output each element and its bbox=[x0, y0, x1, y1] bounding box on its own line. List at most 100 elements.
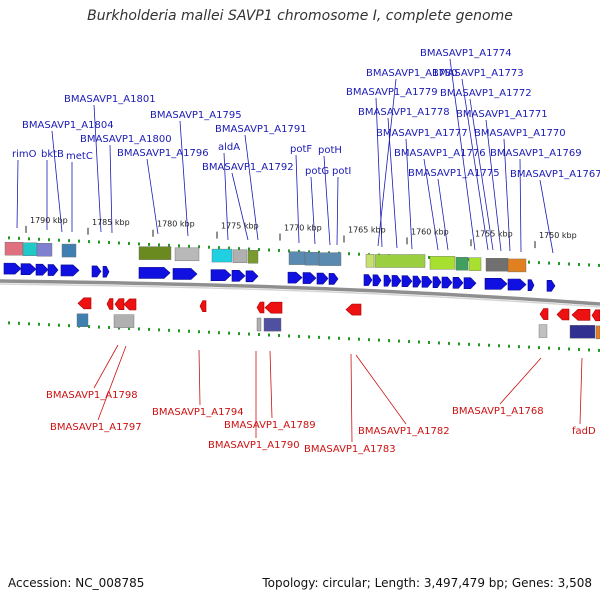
tick-label: 1750 kbp bbox=[539, 231, 577, 240]
tick-mark bbox=[138, 327, 140, 331]
gene-label-bmasavp1-a1776: BMASAVP1_A1776 bbox=[394, 148, 486, 159]
leader-line bbox=[109, 144, 113, 234]
leader-line bbox=[223, 152, 229, 241]
tick-mark bbox=[298, 334, 300, 338]
tick-mark bbox=[118, 241, 120, 245]
annotation-block bbox=[61, 243, 77, 258]
reverse-gene-arrow bbox=[199, 300, 207, 312]
leader-line bbox=[387, 117, 398, 249]
gene-label-potg: potG bbox=[305, 166, 329, 177]
gene-label-bmasavp1-a1775: BMASAVP1_A1775 bbox=[408, 168, 500, 179]
annotation-block bbox=[22, 242, 38, 256]
tick-mark bbox=[218, 331, 220, 335]
gene-label-bmasavp1-a1777: BMASAVP1_A1777 bbox=[376, 128, 468, 139]
gene-label-bmasavp1-a1801: BMASAVP1_A1801 bbox=[64, 94, 156, 105]
tick-mark bbox=[428, 255, 430, 259]
tick-mark bbox=[58, 323, 60, 327]
leader-line bbox=[146, 158, 159, 235]
leader-line bbox=[93, 344, 119, 389]
tick-mark bbox=[158, 243, 160, 247]
tick-mark bbox=[178, 244, 180, 248]
leader-line bbox=[355, 354, 407, 425]
leader-line bbox=[97, 345, 127, 421]
tick-mark bbox=[268, 248, 270, 252]
gene-label-bmasavp1-a1797: BMASAVP1_A1797 bbox=[50, 422, 142, 433]
accession-text: Accession: NC_008785 bbox=[8, 576, 145, 590]
forward-gene-arrow bbox=[287, 271, 303, 284]
tick-mark bbox=[238, 247, 240, 251]
forward-gene-arrow bbox=[432, 276, 442, 289]
gene-label-bmasavp1-a1794: BMASAVP1_A1794 bbox=[152, 407, 244, 418]
annotation-block bbox=[318, 252, 342, 266]
tick-mark bbox=[148, 242, 150, 246]
forward-gene-arrow bbox=[452, 277, 464, 289]
tick-mark bbox=[108, 326, 110, 330]
tick-mark bbox=[178, 329, 180, 333]
forward-gene-arrow bbox=[3, 262, 22, 275]
tick-mark bbox=[358, 337, 360, 341]
gene-label-bmasavp1-a1771: BMASAVP1_A1771 bbox=[456, 109, 548, 120]
leader-line bbox=[449, 58, 476, 251]
leader-line bbox=[269, 350, 273, 419]
tick-mark bbox=[338, 336, 340, 340]
tick-mark bbox=[508, 344, 510, 348]
tick-mark bbox=[498, 344, 500, 348]
tick-label: 1765 kbp bbox=[348, 225, 386, 234]
reverse-gene-arrow bbox=[256, 301, 265, 314]
leader-line bbox=[93, 104, 102, 233]
tick-mark bbox=[48, 238, 50, 242]
tick-mark bbox=[98, 240, 100, 244]
tick-mark bbox=[38, 322, 40, 326]
leader-line bbox=[295, 154, 300, 244]
tick-mark bbox=[198, 245, 200, 249]
tick-mark bbox=[408, 340, 410, 344]
forward-gene-arrow bbox=[328, 273, 339, 285]
tick-mark bbox=[218, 246, 220, 250]
tick-mark bbox=[258, 333, 260, 337]
tick-mark bbox=[48, 323, 50, 327]
annotation-block bbox=[232, 249, 248, 263]
tick-mark bbox=[108, 241, 110, 245]
annotation-block bbox=[263, 317, 282, 332]
gene-label-bmasavp1-a1783: BMASAVP1_A1783 bbox=[304, 444, 396, 455]
tick-mark bbox=[448, 341, 450, 345]
gene-label-bmasavp1-a1778: BMASAVP1_A1778 bbox=[358, 107, 450, 118]
forward-gene-arrow bbox=[316, 272, 329, 285]
map-title: Burkholderia mallei SAVP1 chromosome I, … bbox=[87, 8, 513, 24]
tick-mark bbox=[98, 325, 100, 329]
tick-label: 1770 kbp bbox=[284, 224, 322, 233]
forward-gene-arrow bbox=[20, 263, 37, 275]
tick-mark bbox=[378, 338, 380, 342]
gene-label-poti: potI bbox=[332, 166, 351, 177]
gene-label-bmasavp1-a1768: BMASAVP1_A1768 bbox=[452, 406, 544, 417]
leader-line bbox=[310, 176, 316, 245]
gene-label-bmasavp1-a1800: BMASAVP1_A1800 bbox=[80, 134, 172, 145]
forward-gene-arrow bbox=[372, 274, 382, 287]
tick-mark bbox=[588, 348, 590, 352]
annotation-block bbox=[36, 243, 53, 257]
tick-mark bbox=[368, 338, 370, 342]
tick-label: 1790 kbp bbox=[30, 216, 68, 225]
leader-line bbox=[179, 120, 189, 237]
tick-mark bbox=[598, 348, 600, 352]
tick-mark bbox=[398, 339, 400, 343]
gene-label-bmasavp1-a1773: BMASAVP1_A1773 bbox=[432, 68, 524, 79]
reverse-gene-arrow bbox=[539, 308, 549, 320]
leader-line bbox=[244, 134, 259, 241]
tick-mark bbox=[158, 328, 160, 332]
annotation-block bbox=[374, 254, 426, 268]
tick-mark bbox=[168, 328, 170, 332]
annotation-block bbox=[211, 248, 233, 263]
tick-mark bbox=[228, 331, 230, 335]
tick-mark bbox=[248, 332, 250, 336]
tick-mark bbox=[458, 342, 460, 346]
forward-gene-arrow bbox=[391, 275, 402, 287]
gene-label-poth: potH bbox=[318, 145, 342, 156]
tick-mark bbox=[278, 248, 280, 252]
tick-label: 1780 kbp bbox=[157, 220, 195, 229]
tick-mark bbox=[118, 326, 120, 330]
annotation-block bbox=[365, 253, 375, 268]
tick-mark bbox=[68, 324, 70, 328]
